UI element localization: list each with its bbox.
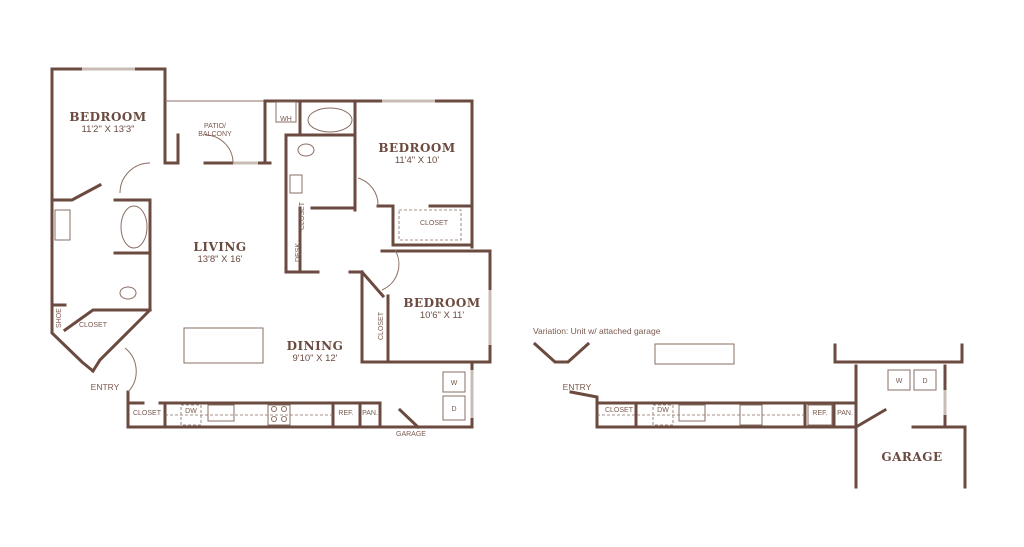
room-name-bedroom-1: BEDROOM [69,110,146,124]
room-dims-bedroom-3: 10'6" X 11' [420,310,465,321]
balcony-label: BALCONY [198,131,232,138]
fixtures [54,101,466,426]
variation-dishwasher-label: DW [657,407,669,414]
refrigerator-label: REF. [338,410,353,417]
variation-garage-title: GARAGE [881,450,942,464]
closet-label-bedroom-2: CLOSET [420,220,449,227]
variation-closet-label: CLOSET [605,407,634,414]
desk-label: DESK [295,243,302,262]
variation-entry-label: ENTRY [563,382,592,392]
garage-door-label: GARAGE [396,431,426,438]
room-dims-dining: 9'10" X 12' [292,353,337,364]
closet-label-bedroom-1: CLOSET [79,322,108,329]
variation-refrigerator-label: REF. [812,410,827,417]
variation-washer-label: W [896,378,903,385]
room-name-dining: DINING [287,339,344,353]
water-heater-label: WH [280,116,292,123]
variation-plan-walls [532,341,967,489]
washer-label: W [451,380,458,387]
room-dims-bedroom-1: 11'2" X 13'3" [82,124,135,135]
room-name-bedroom-3: BEDROOM [403,296,480,310]
closet-label-entry: CLOSET [133,410,162,417]
variation-caption: Variation: Unit w/ attached garage [533,326,661,336]
closet-label-bedroom-3: CLOSET [378,311,385,340]
dryer-label: D [451,406,456,413]
variation-dryer-label: D [922,378,927,385]
room-dims-bedroom-2: 11'4" X 10' [395,155,440,166]
shoe-label: SHOE [56,308,63,328]
variation-pantry-label: PAN. [837,410,853,417]
patio-label: PATIO/ [204,123,226,130]
dishwasher-label: DW [185,408,197,415]
entry-label: ENTRY [91,382,120,392]
room-name-living: LIVING [193,240,246,254]
pantry-label: PAN. [362,410,378,417]
main-plan-walls [50,67,492,430]
room-dims-living: 13'8" X 16' [197,254,242,265]
closet-label-hall: CLOSET [299,201,306,230]
room-name-bedroom-2: BEDROOM [378,141,455,155]
